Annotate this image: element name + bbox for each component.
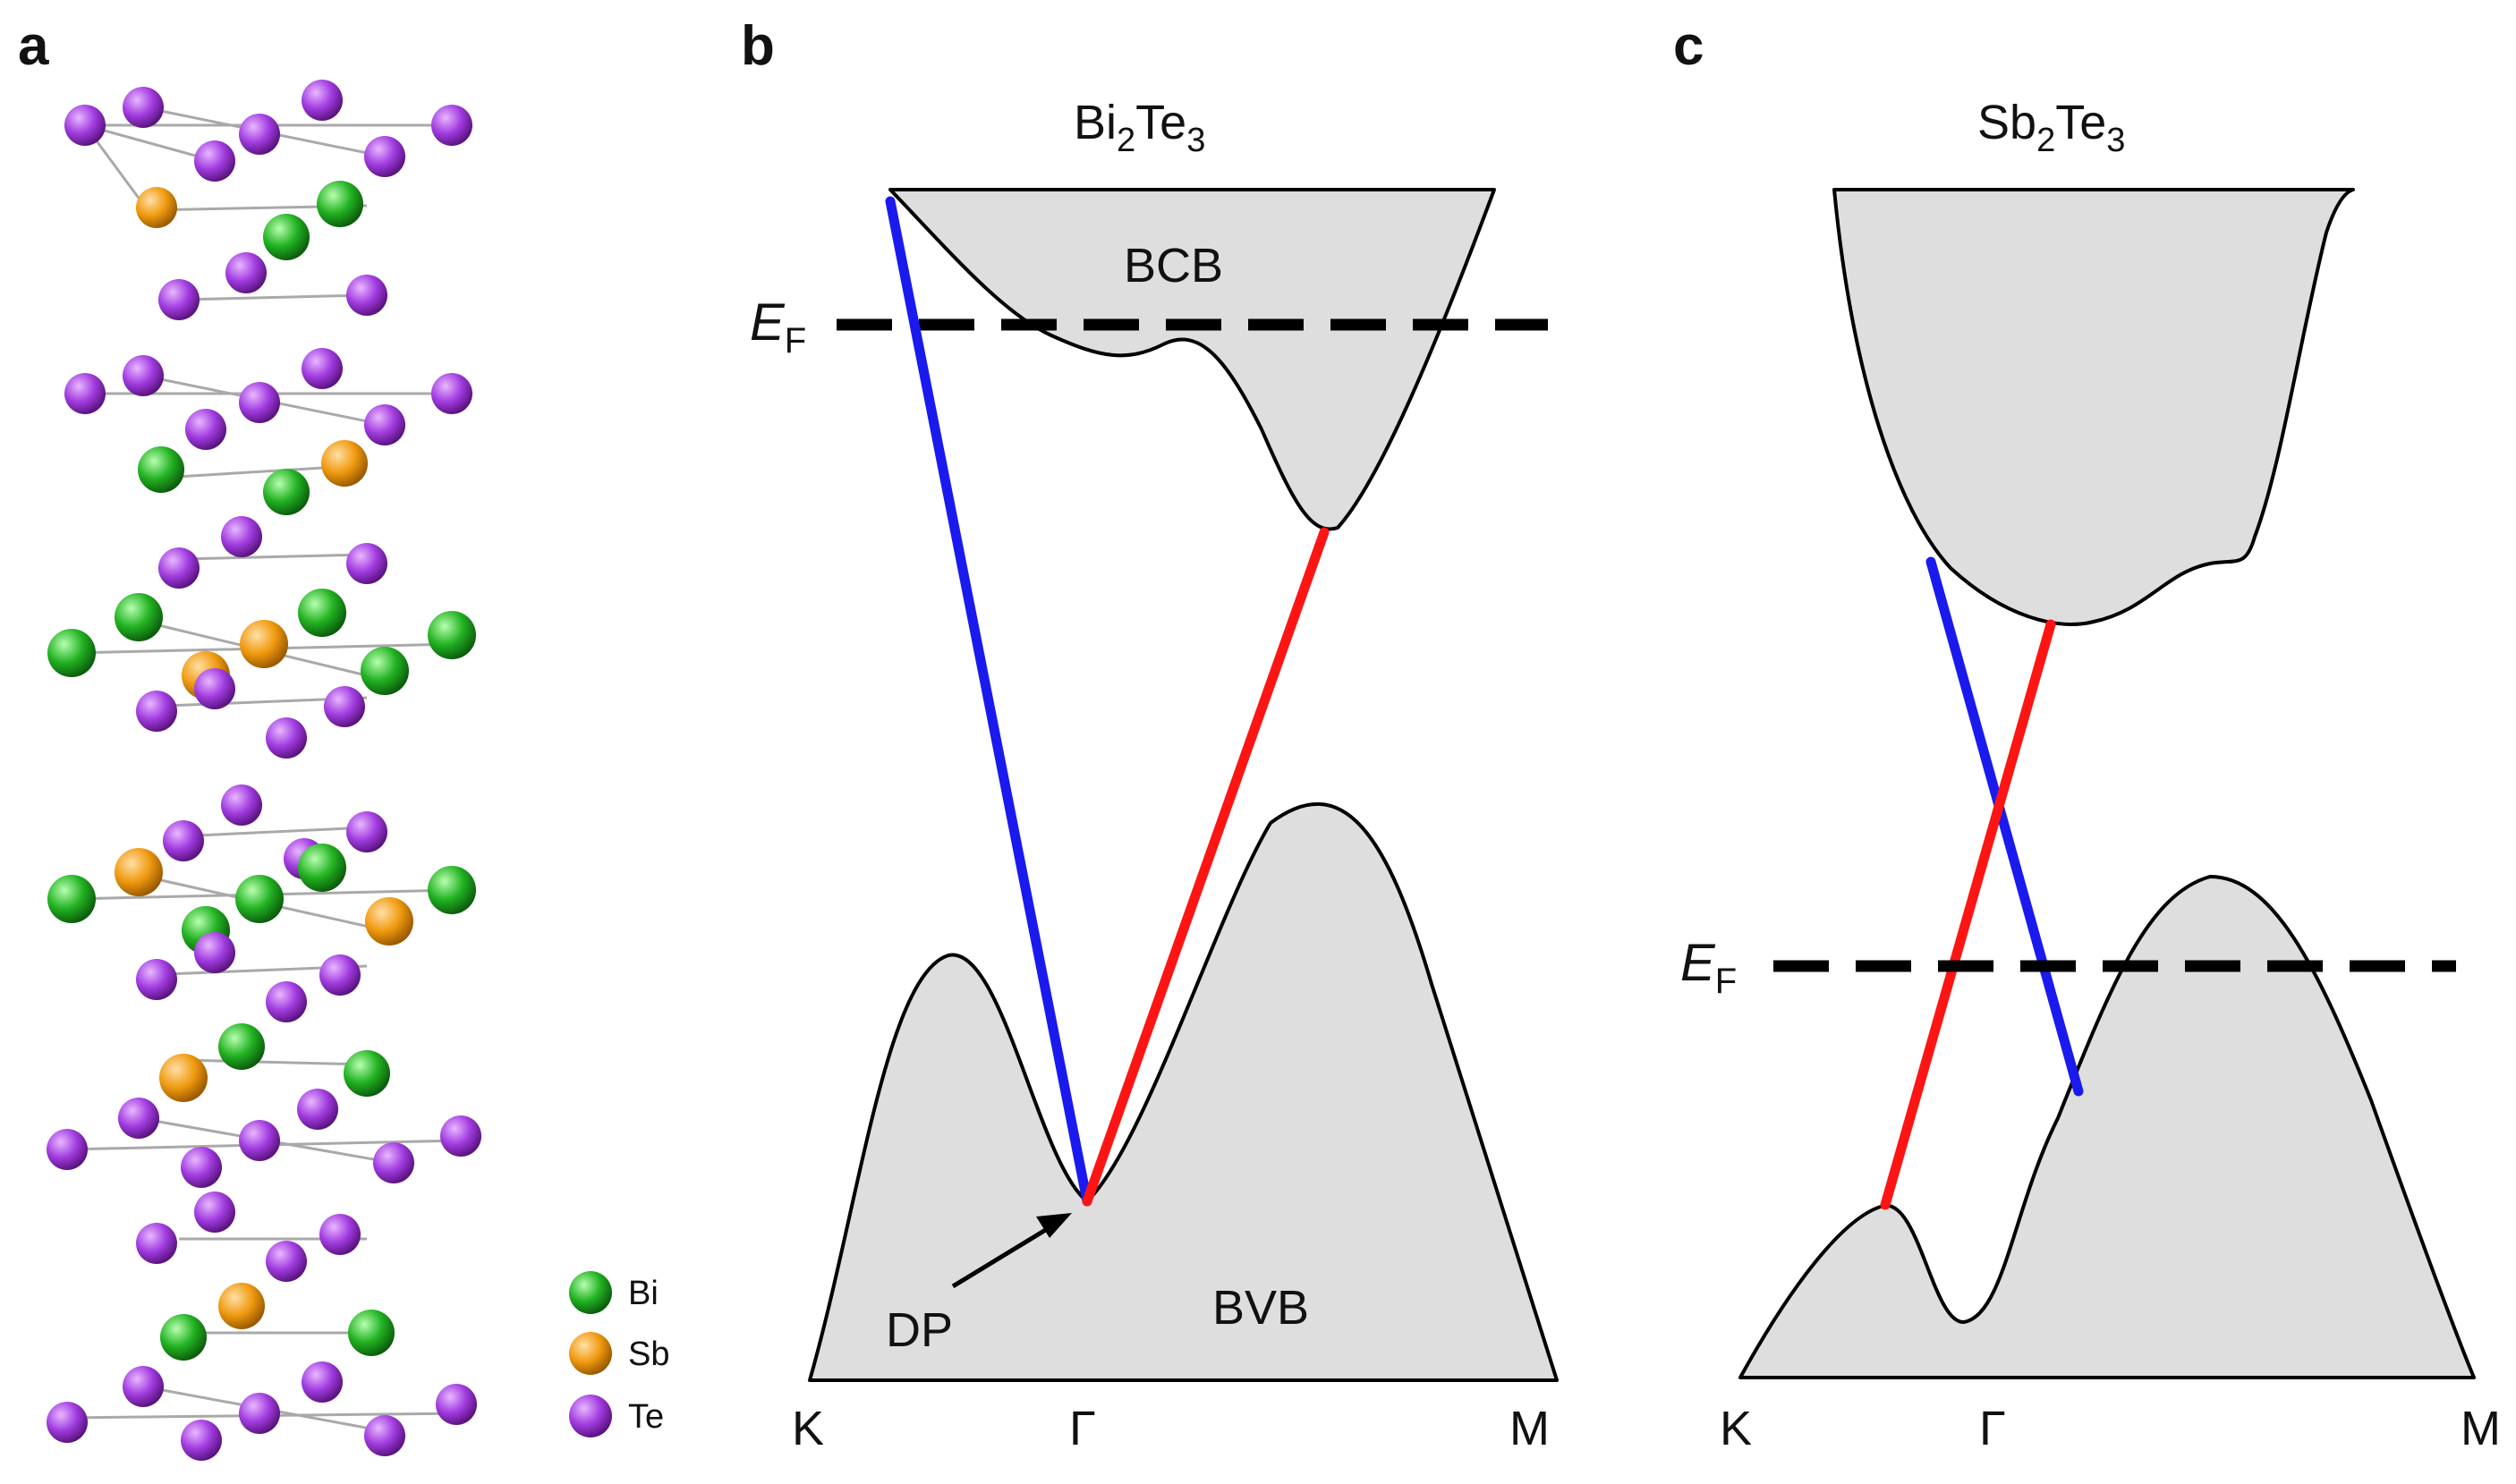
surface-band-blue-b	[885, 196, 1092, 1207]
legend-item-sb: Sb	[569, 1332, 669, 1375]
bulk-conduction-band-c	[1832, 188, 2355, 626]
crystal-atoms	[47, 80, 481, 1461]
axis-gamma-c: Γ	[1979, 1402, 2006, 1455]
fermi-label-c: EF	[1680, 934, 1737, 1001]
bulk-valence-band-c	[1738, 875, 2476, 1379]
legend-item-bi: Bi	[569, 1271, 659, 1314]
bulk-valence-band-b	[808, 801, 1559, 1382]
legend-label-te: Te	[628, 1398, 664, 1436]
axis-m-c: M	[2461, 1402, 2501, 1455]
fermi-label-b: EF	[750, 293, 806, 360]
surface-band-red-b	[1082, 527, 1330, 1207]
crystal-bonds	[66, 106, 462, 1433]
bvb-label: BVB	[1212, 1281, 1309, 1335]
bcb-label: BCB	[1124, 239, 1223, 293]
axis-k-b: K	[792, 1402, 824, 1455]
legend-item-te: Te	[569, 1395, 664, 1437]
panel-c: c Sb2Te3 EF K Γ M	[1673, 15, 2501, 1455]
panel-b-title: Bi2Te3	[1074, 96, 1205, 159]
axis-gamma-b: Γ	[1069, 1402, 1096, 1455]
panel-a: a	[18, 15, 669, 1461]
panel-c-title: Sb2Te3	[1977, 96, 2125, 159]
dirac-point-arrow	[951, 1213, 1072, 1289]
surface-band-blue-c	[1925, 556, 2084, 1097]
legend-label-sb: Sb	[628, 1336, 669, 1373]
dp-label: DP	[886, 1303, 953, 1357]
axis-m-b: M	[1509, 1402, 1550, 1455]
panel-c-letter: c	[1673, 15, 1704, 77]
legend-label-bi: Bi	[628, 1275, 659, 1312]
panel-b-letter: b	[741, 15, 775, 77]
panel-a-letter: a	[18, 15, 49, 77]
panel-b: b Bi2Te3 EF BCB BVB DP K Γ M	[741, 15, 1559, 1455]
axis-k-c: K	[1720, 1402, 1752, 1455]
surface-band-red-c	[1880, 619, 2056, 1210]
legend: Bi Sb Te	[569, 1271, 669, 1437]
